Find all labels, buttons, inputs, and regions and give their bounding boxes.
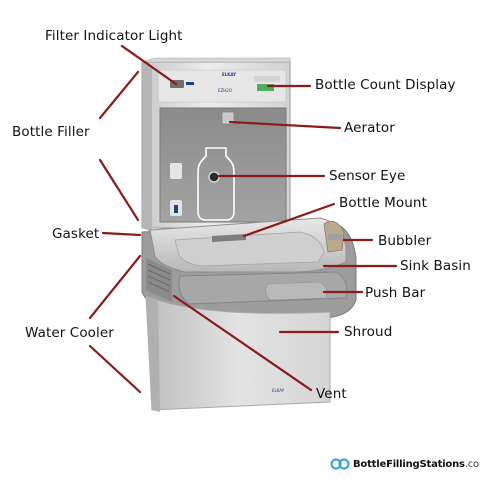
bottle-graphic [197, 147, 235, 221]
shroud: ELKAY [145, 295, 331, 412]
label-sensor-eye: Sensor Eye [329, 168, 406, 184]
label-gasket: Gasket [52, 226, 100, 242]
label-push-bar: Push Bar [365, 285, 426, 301]
sink-basin-unit [141, 217, 357, 319]
brand-suffix: .com [464, 458, 480, 470]
bottle-filler-unit: ELKAY EZH2O [141, 57, 291, 232]
leader-bottle-filler-bottom [98, 158, 140, 222]
label-shroud: Shroud [344, 324, 393, 340]
leader-lines [88, 44, 398, 394]
leader-bottle-mount [242, 202, 336, 238]
bottle-count-display [257, 84, 274, 91]
label-bottle-count-display: Bottle Count Display [315, 77, 456, 93]
leader-gasket [101, 231, 142, 237]
leader-water-cooler-bottom [88, 344, 142, 394]
panel-model-mark: EZH2O [218, 88, 232, 93]
label-aerator: Aerator [344, 120, 395, 136]
brand-name: BottleFillingStations.com [353, 459, 480, 470]
leader-water-cooler-top [88, 254, 142, 320]
label-water-cooler: Water Cooler [25, 325, 114, 341]
brand-watermark: BottleFillingStations.com [330, 458, 480, 470]
sensor-eye [208, 171, 220, 183]
label-vent: Vent [316, 386, 347, 402]
label-bottle-mount: Bottle Mount [339, 195, 427, 211]
label-filter-indicator-light: Filter Indicator Light [45, 28, 183, 44]
label-sink-basin: Sink Basin [400, 258, 471, 274]
leader-filter-indicator-light [120, 44, 178, 86]
bottle-mount [212, 234, 246, 242]
label-bottle-filler: Bottle Filler [12, 124, 90, 140]
leader-aerator [228, 120, 342, 130]
link-logo-icon [330, 458, 350, 470]
base-brand-mark: ELKAY [272, 388, 285, 393]
leader-bottle-filler-top [98, 70, 140, 120]
leader-vent [172, 294, 313, 392]
panel-brand-mark: ELKAY [222, 72, 236, 77]
label-bubbler: Bubbler [378, 233, 432, 249]
